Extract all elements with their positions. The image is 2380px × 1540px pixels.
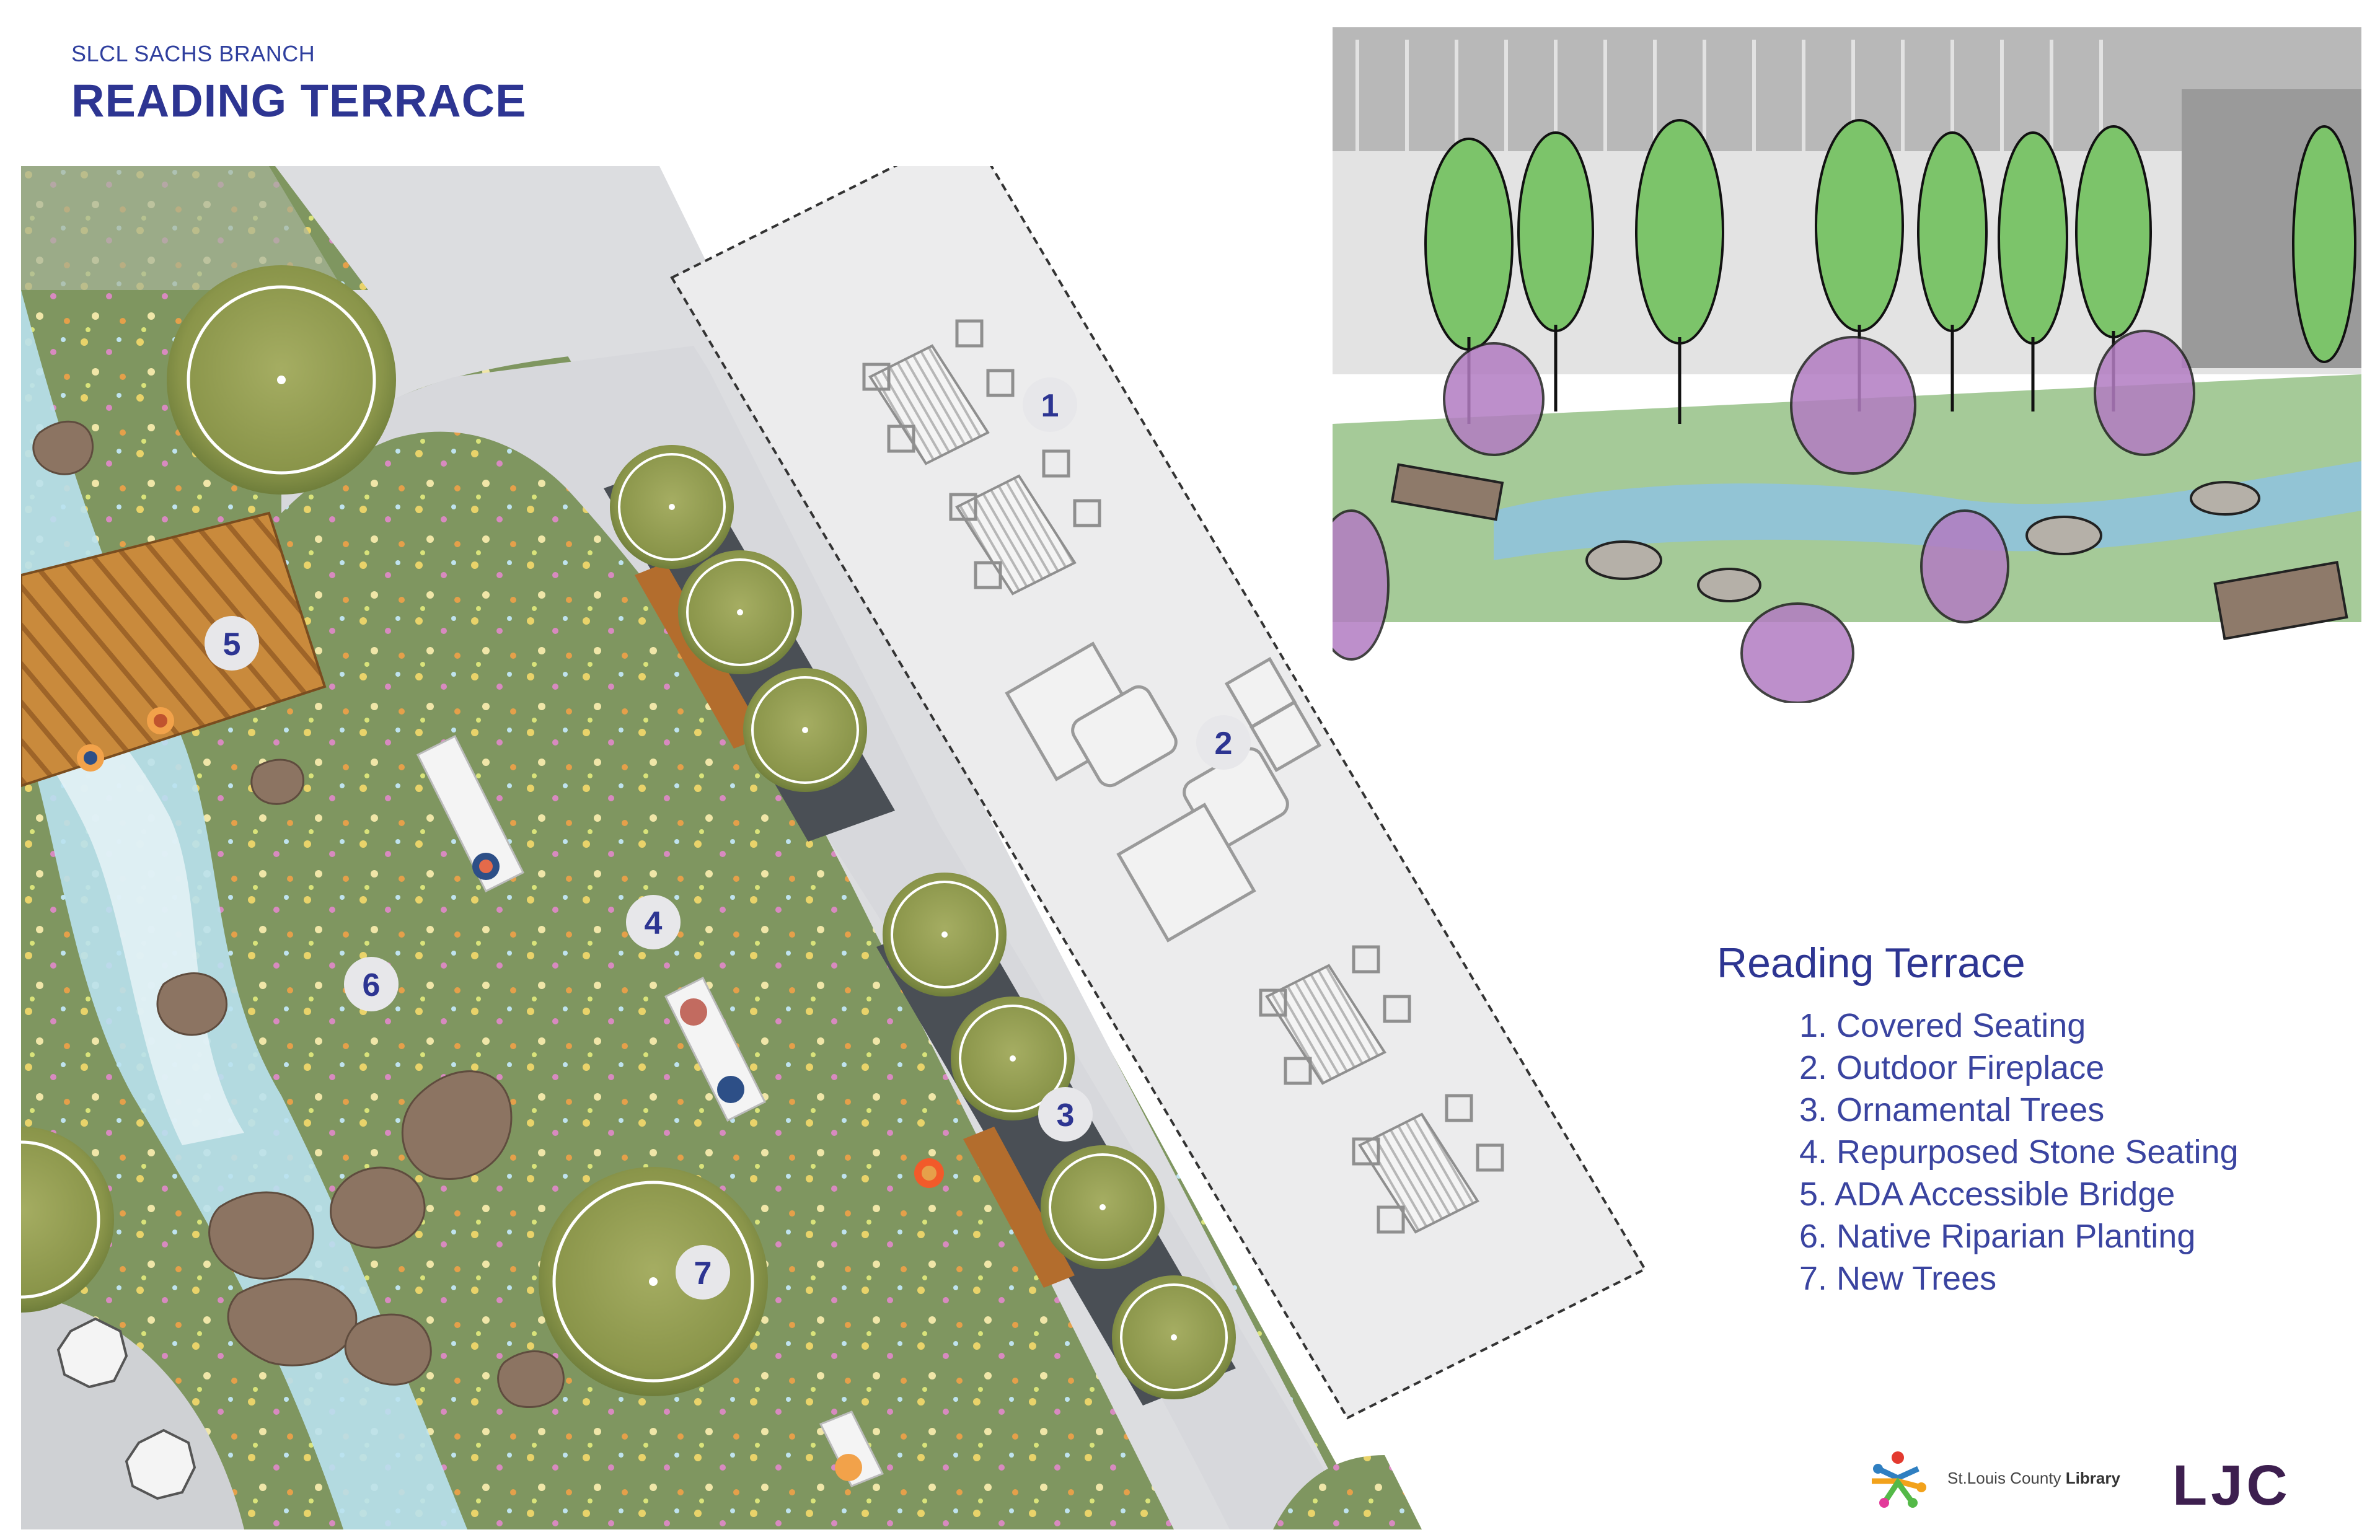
legend-item: 2. Outdoor Fireplace (1799, 1049, 2105, 1086)
marker-6: 6 (363, 967, 381, 1003)
legend-item: 5. ADA Accessible Bridge (1799, 1176, 2175, 1213)
firm-logo: LJC (2172, 1454, 2291, 1517)
project-eyebrow: SLCL SACHS BRANCH (71, 41, 315, 66)
legend-item: 7. New Trees (1799, 1260, 1997, 1297)
legend-item: 6. Native Riparian Planting (1799, 1218, 2196, 1255)
marker-5: 5 (223, 627, 241, 662)
library-logo-icon (1872, 1451, 1926, 1508)
perspective-sketch (1333, 27, 2361, 703)
legend-list: 1. Covered Seating 2. Outdoor Fireplace … (1717, 1005, 2239, 1300)
marker-3: 3 (1057, 1098, 1075, 1133)
legend-item: 4. Repurposed Stone Seating (1799, 1133, 2239, 1171)
legend-item: 1. Covered Seating (1799, 1007, 2086, 1044)
legend-title: Reading Terrace (1717, 939, 2025, 987)
page-title: READING TERRACE (71, 75, 527, 126)
marker-2: 2 (1215, 726, 1233, 762)
legend: Reading Terrace 1. Covered Seating 2. Ou… (1717, 939, 2239, 1300)
marker-4: 4 (645, 905, 663, 941)
marker-1: 1 (1041, 388, 1059, 424)
marker-7: 7 (694, 1256, 712, 1291)
legend-item: 3. Ornamental Trees (1799, 1091, 2105, 1129)
library-logo-text: St.Louis County Library (1947, 1469, 2120, 1487)
